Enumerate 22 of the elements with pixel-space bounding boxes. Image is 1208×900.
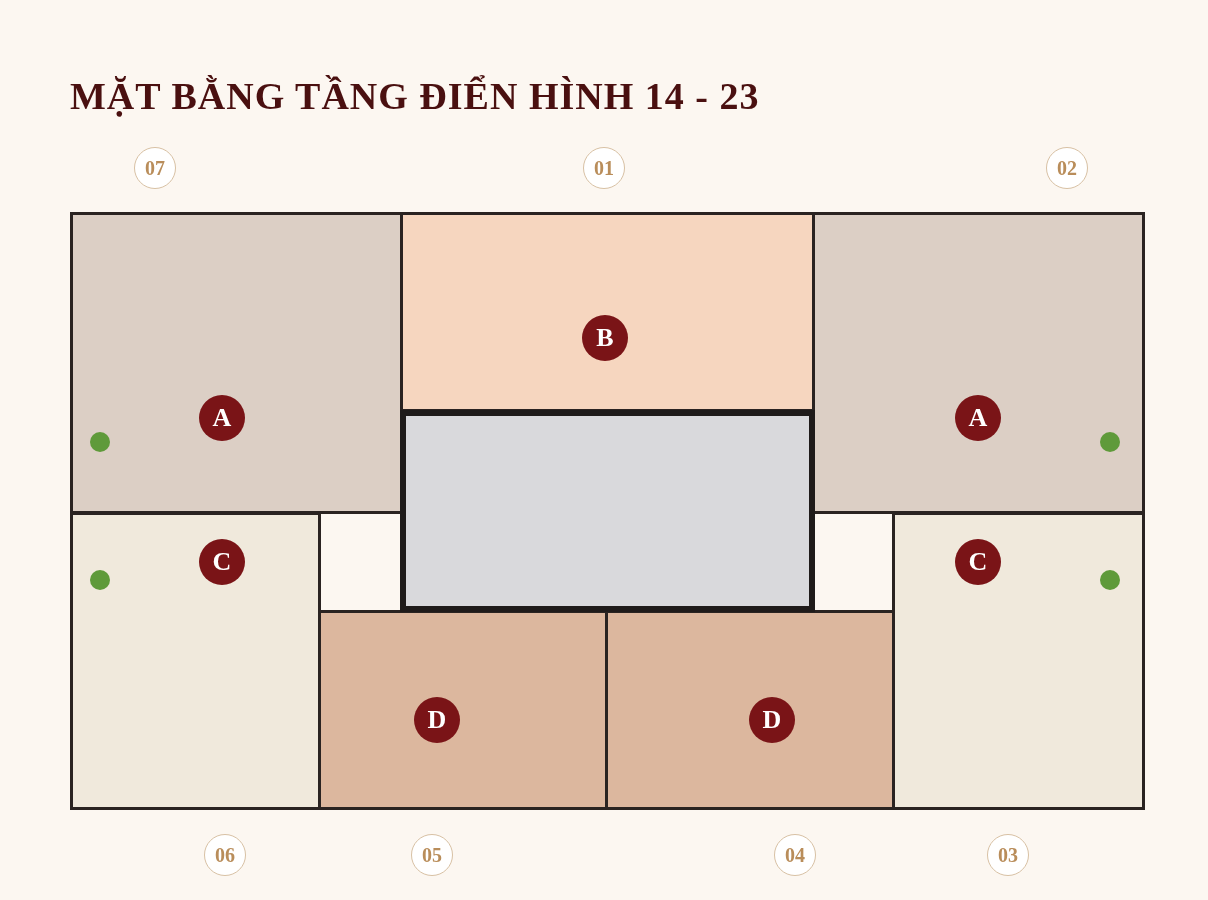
apartment-unit (605, 610, 895, 810)
unit-number: 07 (134, 147, 176, 189)
apartment-unit (892, 512, 1145, 810)
unit-type-badge: D (749, 697, 795, 743)
unit-type-badge: A (955, 395, 1001, 441)
apartment-unit (70, 512, 321, 810)
unit-type-badge: D (414, 697, 460, 743)
unit-number: 05 (411, 834, 453, 876)
unit-number: 01 (583, 147, 625, 189)
plan-title: MẶT BẰNG TẦNG ĐIỂN HÌNH 14 - 23 (70, 74, 760, 118)
unit-type-badge: A (199, 395, 245, 441)
apartment-unit (318, 610, 608, 810)
apartment-unit (812, 212, 1145, 514)
unit-type-badge: C (955, 539, 1001, 585)
unit-type-badge: C (199, 539, 245, 585)
unit-number: 04 (774, 834, 816, 876)
unit-number: 06 (204, 834, 246, 876)
unit-number: 02 (1046, 147, 1088, 189)
apartment-unit (70, 212, 403, 514)
unit-type-badge: B (582, 315, 628, 361)
unit-number: 03 (987, 834, 1029, 876)
apartment-unit (400, 212, 815, 412)
